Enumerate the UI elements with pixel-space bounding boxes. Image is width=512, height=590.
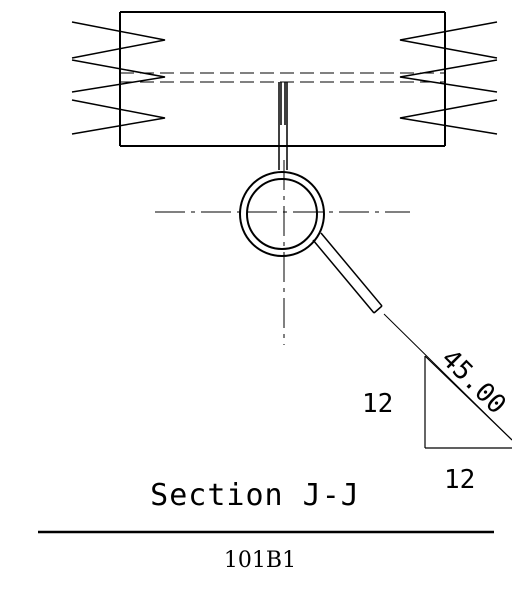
diagonal-arm [312, 232, 383, 314]
center-lines [155, 160, 410, 345]
ring [239, 171, 325, 257]
hidden-lines [120, 72, 445, 83]
angle-label: 45.00 [435, 344, 512, 421]
section-title: Section J-J [150, 478, 360, 513]
vertical-leg-label: 12 [362, 389, 393, 419]
hanger-rod [278, 82, 288, 170]
slope-triangle [424, 355, 512, 449]
break-symbol-right [399, 21, 498, 135]
beam [119, 11, 446, 147]
sheet-reference: 101B1 [223, 548, 297, 573]
break-symbol-left [71, 21, 166, 135]
horizontal-leg-label: 12 [444, 465, 475, 495]
